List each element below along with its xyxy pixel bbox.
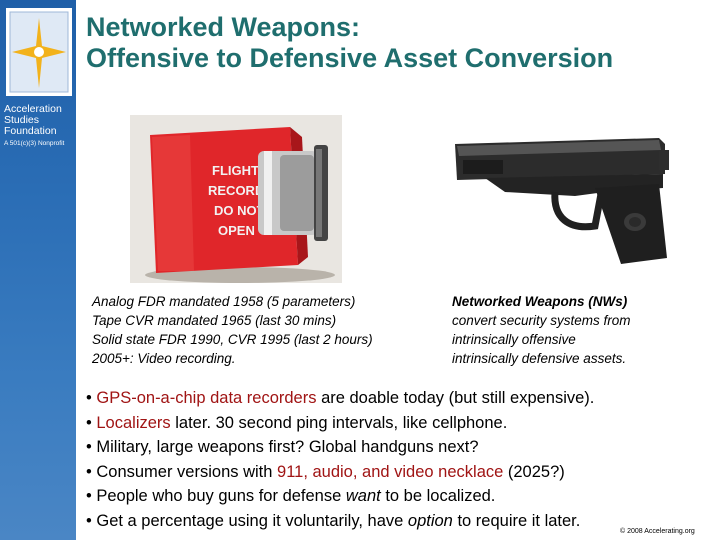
fdr-label-line: DO NOT — [214, 203, 265, 218]
caption-line: intrinsically defensive assets. — [452, 351, 627, 366]
fdr-label-line: OPEN — [218, 223, 255, 238]
bullet-emphasis: want — [345, 487, 381, 505]
bullet-text: • Consumer versions with — [86, 462, 278, 481]
bullet-item: • Localizers later. 30 second ping inter… — [86, 411, 716, 436]
org-name-line: Foundation — [4, 125, 57, 137]
bullet-text: later. 30 second ping intervals, like ce… — [170, 413, 508, 432]
caption-line: Solid state FDR 1990, CVR 1995 (last 2 h… — [92, 332, 373, 347]
networked-weapons-caption: Networked Weapons (NWs) convert security… — [452, 292, 712, 368]
bullet-text: • Get a percentage using it voluntarily,… — [86, 511, 408, 530]
bullet-highlight: Localizers — [96, 413, 171, 432]
flight-recorder-image: FLIGHT RECORDER DO NOT OPEN — [130, 115, 342, 283]
org-name-line: Studies — [4, 114, 40, 126]
bullet-text: to be localized. — [380, 487, 496, 505]
bullet-text: • — [86, 413, 97, 432]
bullet-item: • GPS-on-a-chip data recorders are doabl… — [86, 386, 716, 411]
bullet-item: • Consumer versions with 911, audio, and… — [86, 460, 716, 485]
bullet-text: are doable today (but still expensive). — [316, 389, 595, 407]
bullet-text: (2025?) — [503, 462, 565, 481]
slide-title: Networked Weapons: Offensive to Defensiv… — [86, 12, 706, 74]
bullet-item: • People who buy guns for defense want t… — [86, 484, 716, 509]
sidebar: Acceleration Studies Foundation A 501(c)… — [0, 0, 76, 540]
bullet-text: • People who buy guns for defense — [86, 487, 346, 505]
caption-heading: Networked Weapons (NWs) — [452, 294, 628, 309]
caption-line: Analog FDR mandated 1958 (5 parameters) — [92, 294, 356, 309]
bullet-item: • Military, large weapons first? Global … — [86, 435, 716, 460]
caption-line: convert security systems from — [452, 313, 631, 328]
caption-line: Tape CVR mandated 1965 (last 30 mins) — [92, 313, 337, 328]
organization-subtitle: A 501(c)(3) Nonprofit — [4, 140, 65, 147]
bullet-item: • Get a percentage using it voluntarily,… — [86, 509, 716, 534]
bullet-text: Military, large weapons first? Global ha… — [96, 438, 479, 456]
bullet-emphasis: option — [407, 511, 453, 530]
copyright-notice: © 2008 Accelerating.org — [620, 528, 695, 535]
caption-line: 2005+: Video recording. — [92, 351, 236, 366]
bullet-list: • GPS-on-a-chip data recorders are doabl… — [86, 386, 716, 533]
caption-line: intrinsically offensive — [452, 332, 576, 347]
title-line-2: Offensive to Defensive Asset Conversion — [86, 43, 614, 73]
org-name-line: Acceleration — [4, 103, 62, 115]
organization-name: Acceleration Studies Foundation — [4, 104, 76, 137]
bullet-highlight: 911, audio, and video necklace — [277, 462, 504, 481]
fdr-label-line: FLIGHT — [212, 163, 259, 178]
bullet-highlight: GPS-on-a-chip data recorders — [96, 389, 317, 407]
foundation-logo — [6, 8, 72, 96]
flight-recorder-caption: Analog FDR mandated 1958 (5 parameters) … — [92, 292, 432, 368]
bullet-text: to require it later. — [452, 511, 581, 530]
bullet-text: • — [86, 389, 97, 407]
handgun-image — [445, 130, 675, 270]
title-line-1: Networked Weapons: — [86, 12, 361, 42]
bullet-text: • — [86, 438, 97, 456]
